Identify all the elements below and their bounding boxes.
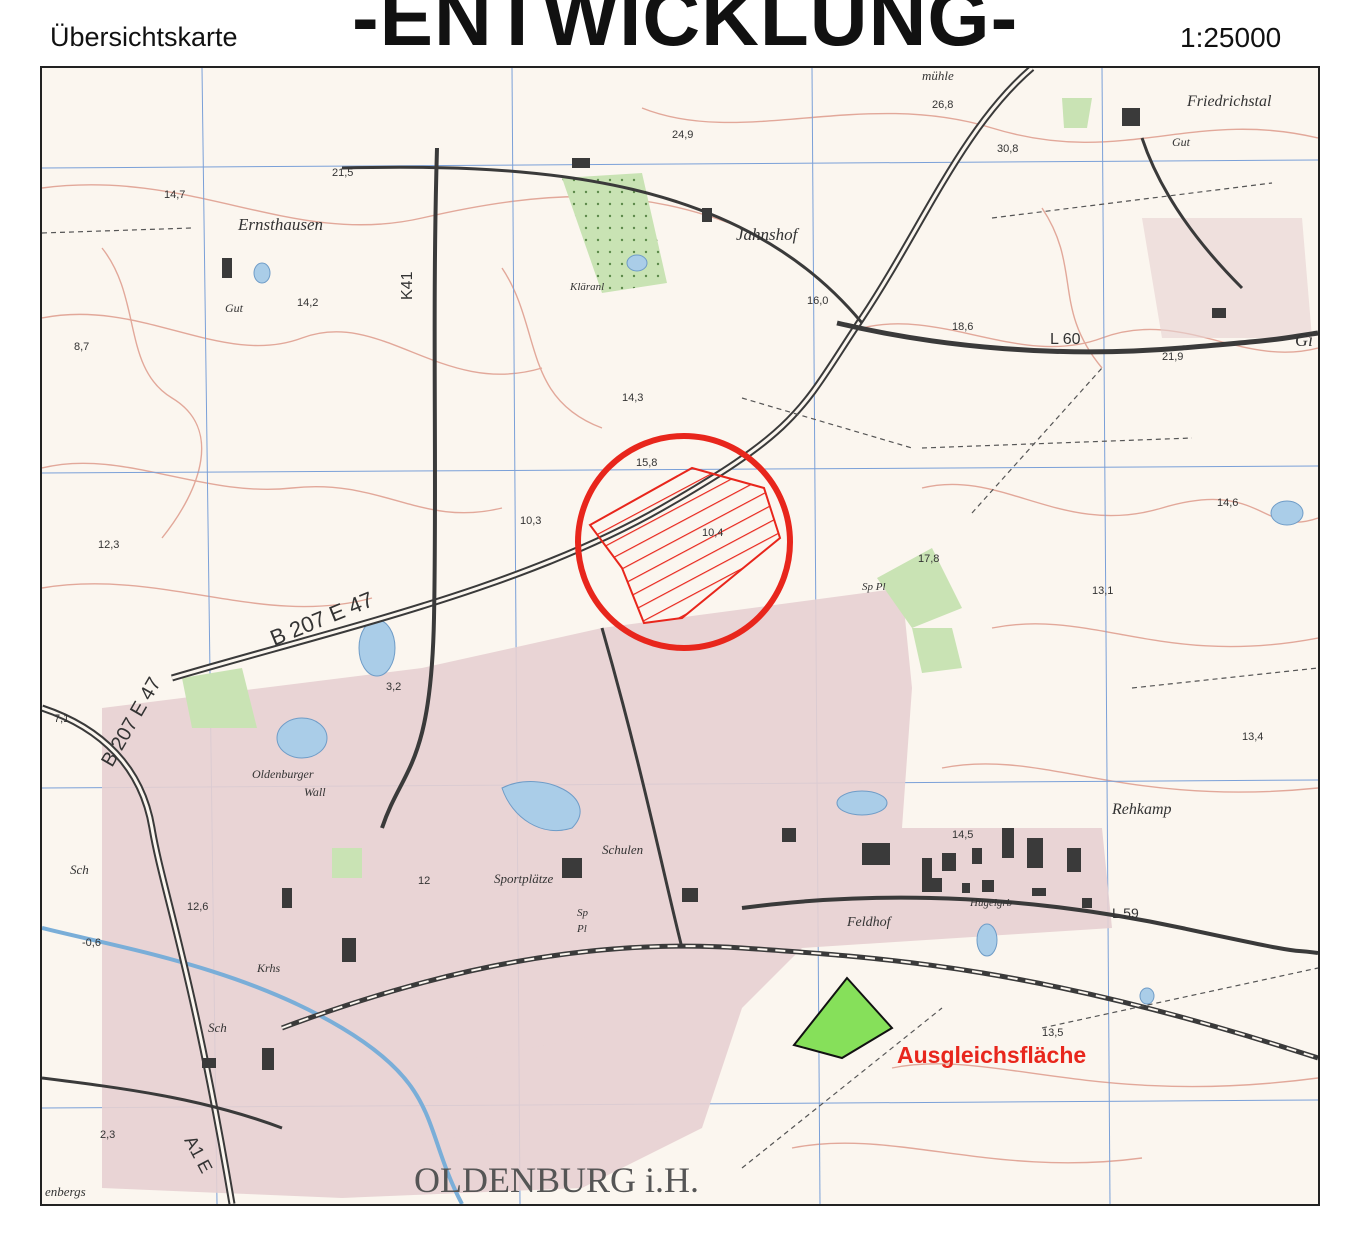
water-bodies (42, 254, 1304, 1204)
place-label: Sportplätze (494, 871, 553, 886)
place-label: Sp Pl (862, 581, 886, 593)
place-label: Krhs (256, 961, 280, 975)
elevation-label: 10,3 (520, 515, 541, 527)
place-label: Sp (577, 907, 589, 919)
elevation-label: -0,6 (82, 937, 101, 949)
compensation-area-label: Ausgleichsfläche (897, 1042, 1086, 1068)
place-label: Gut (1172, 135, 1191, 149)
place-label: Kläranl (569, 281, 604, 293)
elevation-label: 13,1 (1092, 585, 1113, 597)
elevation-label: 13,4 (1242, 731, 1263, 743)
elevation-label: 2,3 (100, 1129, 115, 1141)
elevation-label: 3,2 (386, 681, 401, 693)
place-label: Gut (225, 301, 244, 315)
road-label: L 59 (1112, 905, 1139, 921)
topographic-map[interactable]: Ernsthausen Jahnshof Friedrichstal mühle… (42, 68, 1318, 1204)
elevation-label: 30,8 (997, 143, 1018, 155)
elevation-label: 14,2 (297, 297, 318, 309)
place-label: Jahnshof (736, 225, 800, 244)
town-label: OLDENBURG i.H. (414, 1160, 699, 1200)
place-label: Wall (304, 785, 326, 799)
place-label: Pl (576, 923, 587, 935)
field-tracks (42, 182, 1318, 1169)
roads (42, 68, 1318, 1204)
place-label: mühle (922, 68, 954, 83)
development-area[interactable] (575, 433, 793, 651)
elevation-label: 18,6 (952, 321, 973, 333)
place-label: Oldenburger (252, 767, 314, 781)
map-scale: 1:25000 (1180, 22, 1282, 53)
place-label: Ernsthausen (237, 215, 323, 234)
elevation-label: 21,9 (1162, 351, 1183, 363)
elevation-label: 26,8 (932, 99, 953, 111)
elevation-label: 15,8 (636, 457, 657, 469)
place-label: Feldhof (846, 915, 893, 930)
elevation-label: 14,7 (164, 189, 185, 201)
elevation-label: 8,7 (74, 341, 89, 353)
place-label: Schulen (602, 842, 643, 857)
elevation-label: 14,3 (622, 392, 643, 404)
elevation-label: 12,3 (98, 539, 119, 551)
place-label: Gi (1295, 330, 1313, 350)
buildings (202, 108, 1226, 1070)
elevation-label: 12 (418, 875, 430, 887)
place-label: Rehkamp (1111, 801, 1172, 818)
elevation-label: 16,0 (807, 295, 828, 307)
elevation-label: 24,9 (672, 129, 693, 141)
elevation-label: 14,6 (1217, 497, 1238, 509)
elevation-label: 12,6 (187, 901, 208, 913)
road-label: L 60 (1050, 331, 1081, 348)
settlement-areas (102, 218, 1312, 1198)
elevation-label: 10,4 (702, 527, 723, 539)
map-type-label: Übersichtskarte (50, 22, 238, 52)
place-label: Friedrichstal (1186, 93, 1272, 110)
place-label: enbergs (45, 1184, 86, 1199)
elevation-label: 21,5 (332, 167, 353, 179)
place-label: Sch (208, 1020, 227, 1035)
place-label: Hügelgrb (969, 897, 1013, 909)
contour-lines (42, 107, 1318, 1164)
elevation-label: 14,5 (952, 829, 973, 841)
page-title: -ENTWICKLUNG- (352, 0, 1019, 62)
elevation-label: 7,1 (54, 713, 69, 725)
compensation-area[interactable] (792, 976, 894, 1060)
elevation-label: 13,5 (1042, 1027, 1063, 1039)
map-frame[interactable]: Ernsthausen Jahnshof Friedrichstal mühle… (40, 66, 1320, 1206)
elevation-label: 17,8 (918, 553, 939, 565)
road-label: K41 (399, 271, 416, 300)
place-label: Sch (70, 862, 89, 877)
